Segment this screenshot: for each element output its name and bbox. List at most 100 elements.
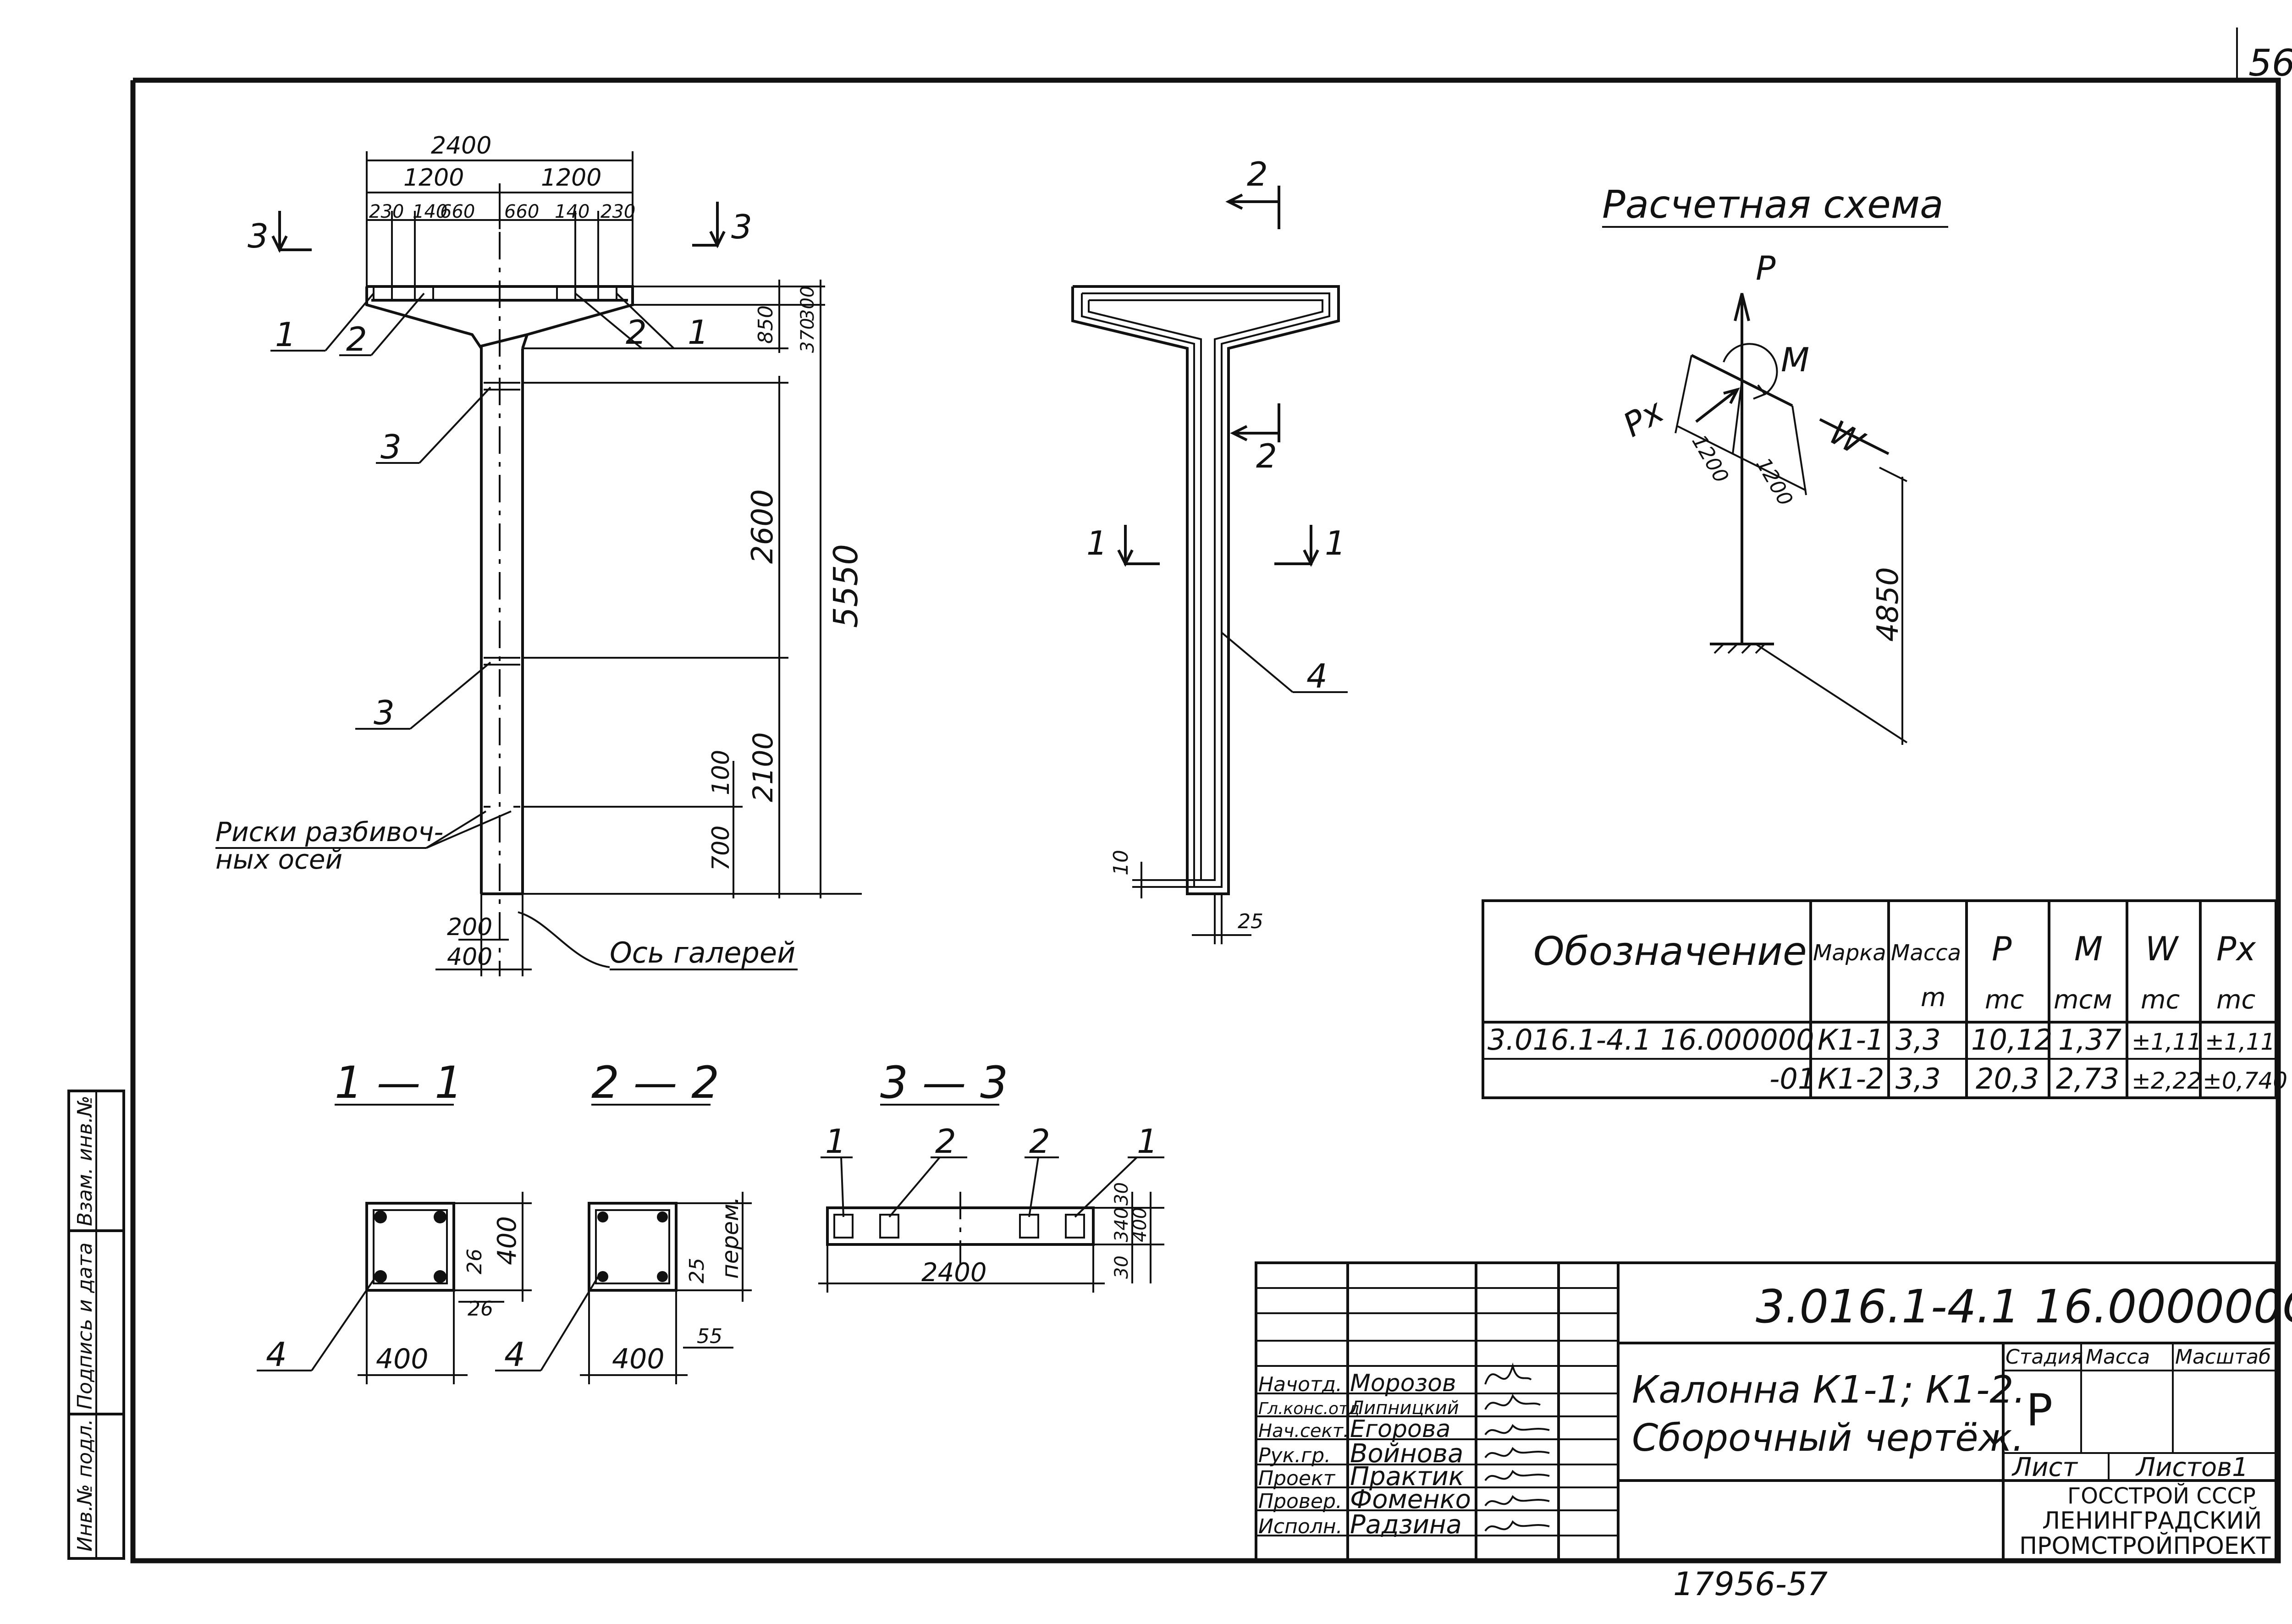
section-3-3: 3 — 3 2400 30 340 400 30 1 2 2 1 <box>818 1057 1164 1293</box>
th-designation: Обозначение <box>1533 929 1807 974</box>
staff-name-3: Войнова <box>1350 1439 1463 1469</box>
row2-Px: ±0,740 <box>2203 1068 2287 1094</box>
dim-5550: 5550 <box>826 544 865 628</box>
s33-dim-400: 400 <box>1129 1207 1151 1242</box>
callout-1-left: 1 <box>275 315 296 354</box>
row1-M: 1,37 <box>2058 1023 2121 1057</box>
callout-4-frame: 4 <box>1306 657 1328 695</box>
dim-25: 25 <box>1238 910 1263 933</box>
rebar-dot <box>657 1211 668 1222</box>
dim-1200-left: 1200 <box>403 164 464 192</box>
s33-dim-340: 340 <box>1111 1207 1132 1242</box>
dim-370: 370 <box>797 318 818 353</box>
th-mass: Масса <box>1891 940 1961 966</box>
dim-10: 10 <box>1109 850 1133 875</box>
row1-P: 10,12 <box>1971 1023 2053 1057</box>
section-2-2: 2 — 2 перем. 25 55 400 4 <box>495 1057 752 1384</box>
row2-mark: К1-2 <box>1818 1062 1884 1096</box>
section-1-1-title: 1 — 1 <box>335 1057 463 1108</box>
scheme-M: M <box>1781 341 1809 379</box>
s33-callout-2-left: 2 <box>935 1122 956 1161</box>
th-P: P <box>1992 930 2012 968</box>
sheets-label: Листов1 <box>2135 1453 2248 1482</box>
callout-2-left: 2 <box>346 320 367 358</box>
section-mark-1-right: 1 <box>1325 524 1346 562</box>
dim-100: 100 <box>707 750 735 795</box>
s11-callout-4: 4 <box>266 1335 287 1374</box>
staff-role-4: Проект <box>1258 1467 1336 1490</box>
callout-3-lower: 3 <box>374 694 395 732</box>
dim-140-left: 140 <box>413 201 447 222</box>
section-mark-2-top: 2 <box>1247 155 1268 193</box>
stamp-inv-no: Инв.№ подл. <box>73 1419 97 1552</box>
th-M: M <box>2074 930 2103 968</box>
sheet-number: 56 <box>2248 42 2292 84</box>
side-stamp: Инв.№ подл. Подпись и дата Взам. инв.№ <box>67 1090 125 1560</box>
s11-dim-400-w: 400 <box>376 1343 429 1375</box>
dim-850: 850 <box>754 305 777 344</box>
signature-scribble <box>1484 1424 1550 1436</box>
scale-header: Масштаб <box>2175 1345 2271 1369</box>
drawing-code: 3.016.1-4.1 16.000000СБ <box>1756 1280 2292 1333</box>
th-W: W <box>2145 930 2179 968</box>
signature-scribble <box>1484 1362 1532 1385</box>
callout-3-upper: 3 <box>380 428 402 466</box>
staff-name-0: Морозов <box>1350 1370 1456 1397</box>
scheme-Px: Px <box>1617 391 1671 444</box>
mass-header: Масса <box>2086 1345 2150 1369</box>
data-table: Обозначение Марка Масса P M W Px m mc mc… <box>1482 899 2287 1099</box>
unit-W: mc <box>2141 985 2180 1015</box>
th-Px: Px <box>2216 930 2256 968</box>
stage-header: Стадия <box>2006 1345 2083 1369</box>
section-3-3-title: 3 — 3 <box>880 1057 1008 1108</box>
stamp-signature: Подпись и дата <box>73 1243 97 1409</box>
rebar-dot <box>374 1211 387 1223</box>
staff-name-4: Практик <box>1350 1462 1464 1492</box>
s33-callout-1-left: 1 <box>825 1122 846 1161</box>
rebar-dot <box>434 1270 446 1283</box>
staff-role-0: Начотд. <box>1258 1373 1342 1396</box>
section-mark-1-left: 1 <box>1086 524 1107 562</box>
s33-dim-30-bottom: 30 <box>1111 1255 1132 1279</box>
stage-value: Р <box>2026 1385 2053 1436</box>
stamp-replace-inv: Взам. инв.№ <box>73 1096 97 1226</box>
sheet-frame: 56 17956-57 <box>130 28 2292 1603</box>
design-scheme: Расчетная схема P M Px W 1200 1200 4850 <box>1602 182 1948 745</box>
note-risks-line1: Риски разбивоч- <box>215 816 443 848</box>
org-line2: ЛЕНИНГРАДСКИЙ <box>2042 1507 2262 1535</box>
scheme-P: P <box>1756 249 1776 287</box>
signature-scribble <box>1484 1393 1541 1410</box>
row1-mark: К1-1 <box>1818 1023 1884 1057</box>
signature-scribble <box>1484 1495 1550 1507</box>
rebar-dot <box>597 1271 608 1282</box>
rebar-dot <box>657 1271 668 1282</box>
dim-2600: 2600 <box>746 489 780 564</box>
dim-300: 300 <box>797 286 818 321</box>
drawing-name-line1: Калонна К1-1; К1-2. <box>1632 1368 2026 1412</box>
staff-role-3: Рук.гр. <box>1258 1444 1331 1467</box>
section-2-2-title: 2 — 2 <box>591 1057 719 1108</box>
drawing-name-line2: Сборочный чертёж. <box>1632 1416 2024 1460</box>
s22-callout-4: 4 <box>504 1335 525 1374</box>
s22-dim-25: 25 <box>685 1258 709 1283</box>
staff-name-5: Фоменко <box>1350 1485 1471 1514</box>
dim-1200-right: 1200 <box>541 164 601 192</box>
page-footer: 17956-57 <box>1673 1565 1828 1603</box>
rebar-dot <box>374 1270 387 1283</box>
scheme-W: W <box>1823 413 1871 463</box>
rebar-dot <box>597 1211 608 1222</box>
staff-name-6: Радзина <box>1350 1510 1462 1540</box>
s22-dim-perem: перем. <box>717 1196 744 1279</box>
staff-role-6: Исполн. <box>1258 1515 1343 1538</box>
row2-P: 20,3 <box>1976 1062 2039 1096</box>
dim-2400: 2400 <box>431 132 491 160</box>
th-mark: Марка <box>1813 940 1886 966</box>
s33-dim-30-top: 30 <box>1111 1182 1132 1206</box>
staff-name-1: Липницкий <box>1349 1398 1459 1419</box>
signature-scribble <box>1484 1470 1550 1481</box>
sheet-label: Лист <box>2011 1453 2078 1482</box>
row1-Px: ±1,11 <box>2205 1029 2275 1055</box>
dim-230-left: 230 <box>369 201 404 222</box>
dim-660-left: 660 <box>440 201 475 222</box>
